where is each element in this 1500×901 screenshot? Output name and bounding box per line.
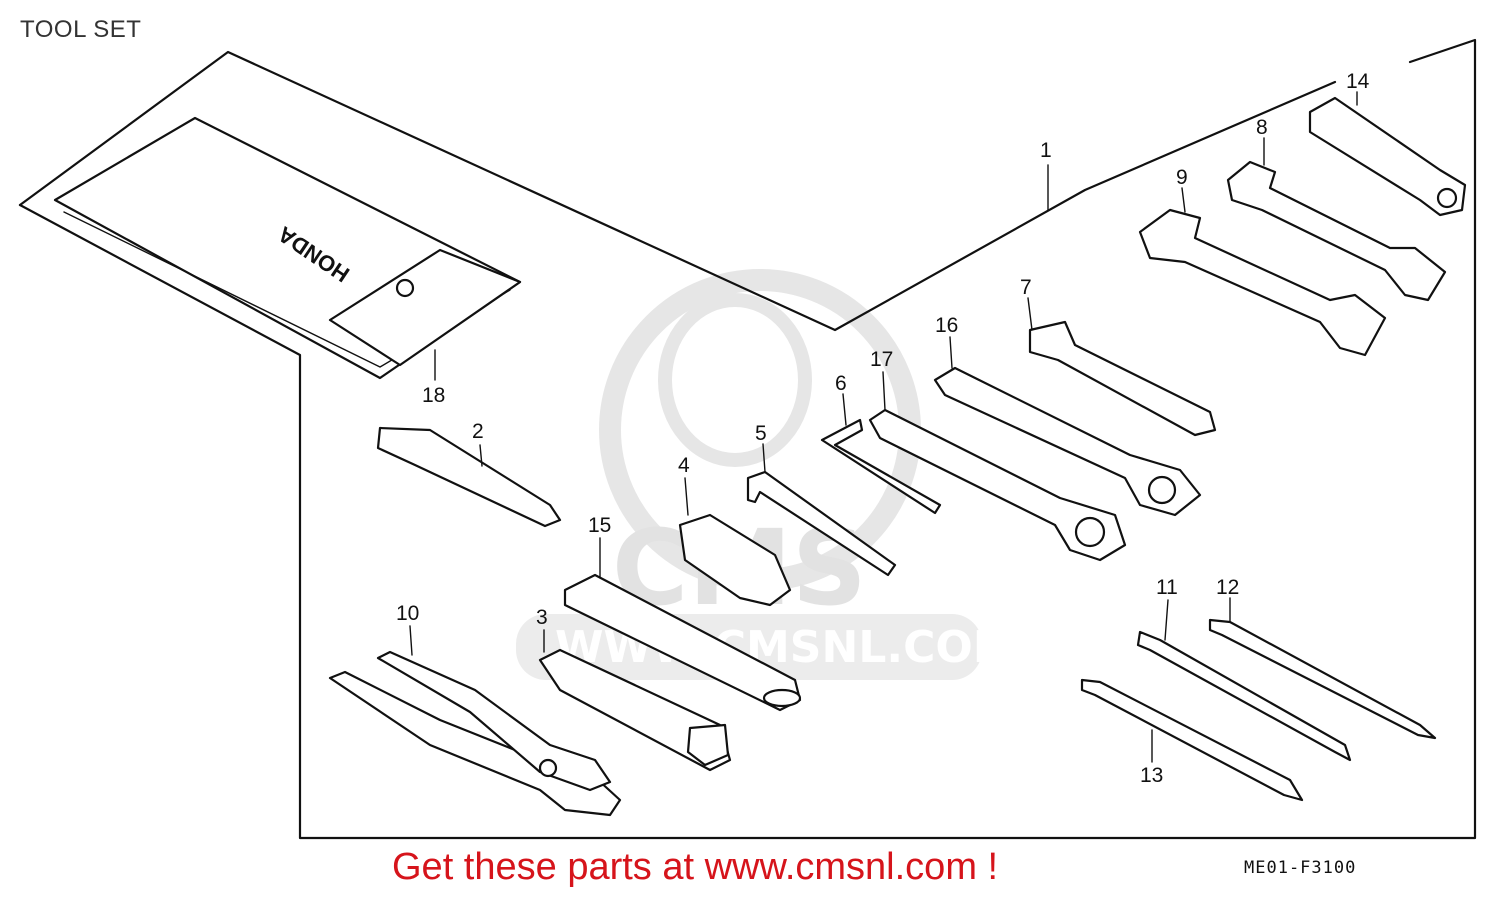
callout-4: 4 [678, 454, 690, 477]
tool-15-end [762, 688, 802, 708]
tool-5 [746, 443, 897, 577]
boundary-line [18, 38, 1477, 840]
callout-labels: 1 2 3 4 5 6 7 8 9 10 11 12 13 14 15 16 1… [396, 70, 1370, 787]
leader-10 [409, 625, 413, 656]
tool-11-shape [1136, 630, 1352, 762]
leader-17 [882, 371, 886, 411]
leader-7 [1027, 297, 1033, 331]
tool-12 [1208, 597, 1437, 740]
leader-4 [684, 477, 689, 516]
callout-7: 7 [1020, 276, 1032, 299]
tool-7 [1027, 297, 1217, 437]
tool-14 [1308, 91, 1467, 217]
page-title: TOOL SET [20, 16, 142, 43]
tool-bag-snap [395, 278, 415, 298]
tool-bag: HONDA [53, 116, 522, 381]
tool-9 [1138, 187, 1387, 357]
watermark-mascot [658, 293, 812, 467]
drawing-code: ME01-F3100 [1244, 858, 1357, 878]
callout-14: 14 [1346, 70, 1370, 93]
tool-3-shape [538, 648, 732, 772]
tool-17 [868, 371, 1127, 562]
leader-6 [842, 393, 847, 426]
tool-5-shape [746, 470, 897, 577]
callout-9: 9 [1176, 166, 1188, 189]
tool-16-ring [1147, 475, 1177, 505]
callout-5: 5 [755, 422, 767, 445]
leader-11 [1164, 599, 1169, 641]
tool-4-shape [678, 513, 792, 607]
callout-1: 1 [1040, 139, 1052, 162]
tool-3 [538, 629, 732, 772]
toolset-boundary [18, 38, 1477, 840]
boundary-top-line [18, 50, 1337, 332]
callout-17: 17 [870, 348, 893, 371]
tool-3-socket [686, 723, 730, 767]
tool-15 [563, 537, 802, 712]
tool-17-shape [868, 408, 1127, 562]
tool-16 [933, 336, 1202, 517]
callout-12: 12 [1216, 576, 1239, 599]
callout-11: 11 [1156, 576, 1178, 599]
leader-2 [479, 444, 483, 467]
tool-13 [1080, 678, 1304, 802]
tool-10 [328, 625, 622, 817]
leader-5 [762, 443, 766, 473]
tool-7-shape [1028, 320, 1217, 437]
callout-6: 6 [835, 372, 847, 395]
callout-10: 10 [396, 602, 419, 625]
tool-9-shape [1138, 208, 1387, 357]
callout-15: 15 [588, 514, 611, 537]
leader-16 [949, 336, 953, 369]
callout-18: 18 [422, 384, 445, 407]
tool-12-shape [1208, 618, 1437, 740]
tool-11 [1136, 599, 1352, 762]
tool-10-upper-handle [376, 650, 612, 792]
callout-3: 3 [536, 606, 548, 629]
tool-2 [376, 426, 562, 528]
tool-6 [820, 393, 942, 515]
tool-14-shape [1308, 96, 1467, 217]
callout-16: 16 [935, 314, 958, 337]
tool-13-shape [1080, 678, 1304, 802]
tool-16-shape [933, 366, 1202, 517]
callout-8: 8 [1256, 116, 1268, 139]
footer-link[interactable]: Get these parts at www.cmsnl.com ! [392, 846, 999, 888]
tool-bag-flap [328, 248, 522, 367]
tool-17-ring [1074, 516, 1106, 548]
tool-8-shape [1226, 160, 1447, 302]
leader-9 [1181, 187, 1186, 213]
callout-13: 13 [1140, 764, 1163, 787]
tool-10-pivot [538, 758, 558, 778]
tool-4 [678, 477, 792, 607]
tool-10-lower-handle [328, 670, 622, 817]
callout-2: 2 [472, 420, 484, 443]
tool-6-shape [820, 418, 942, 515]
tool-14-socket [1436, 187, 1458, 209]
tool-2-shape [376, 426, 562, 528]
tool-8 [1226, 137, 1447, 302]
